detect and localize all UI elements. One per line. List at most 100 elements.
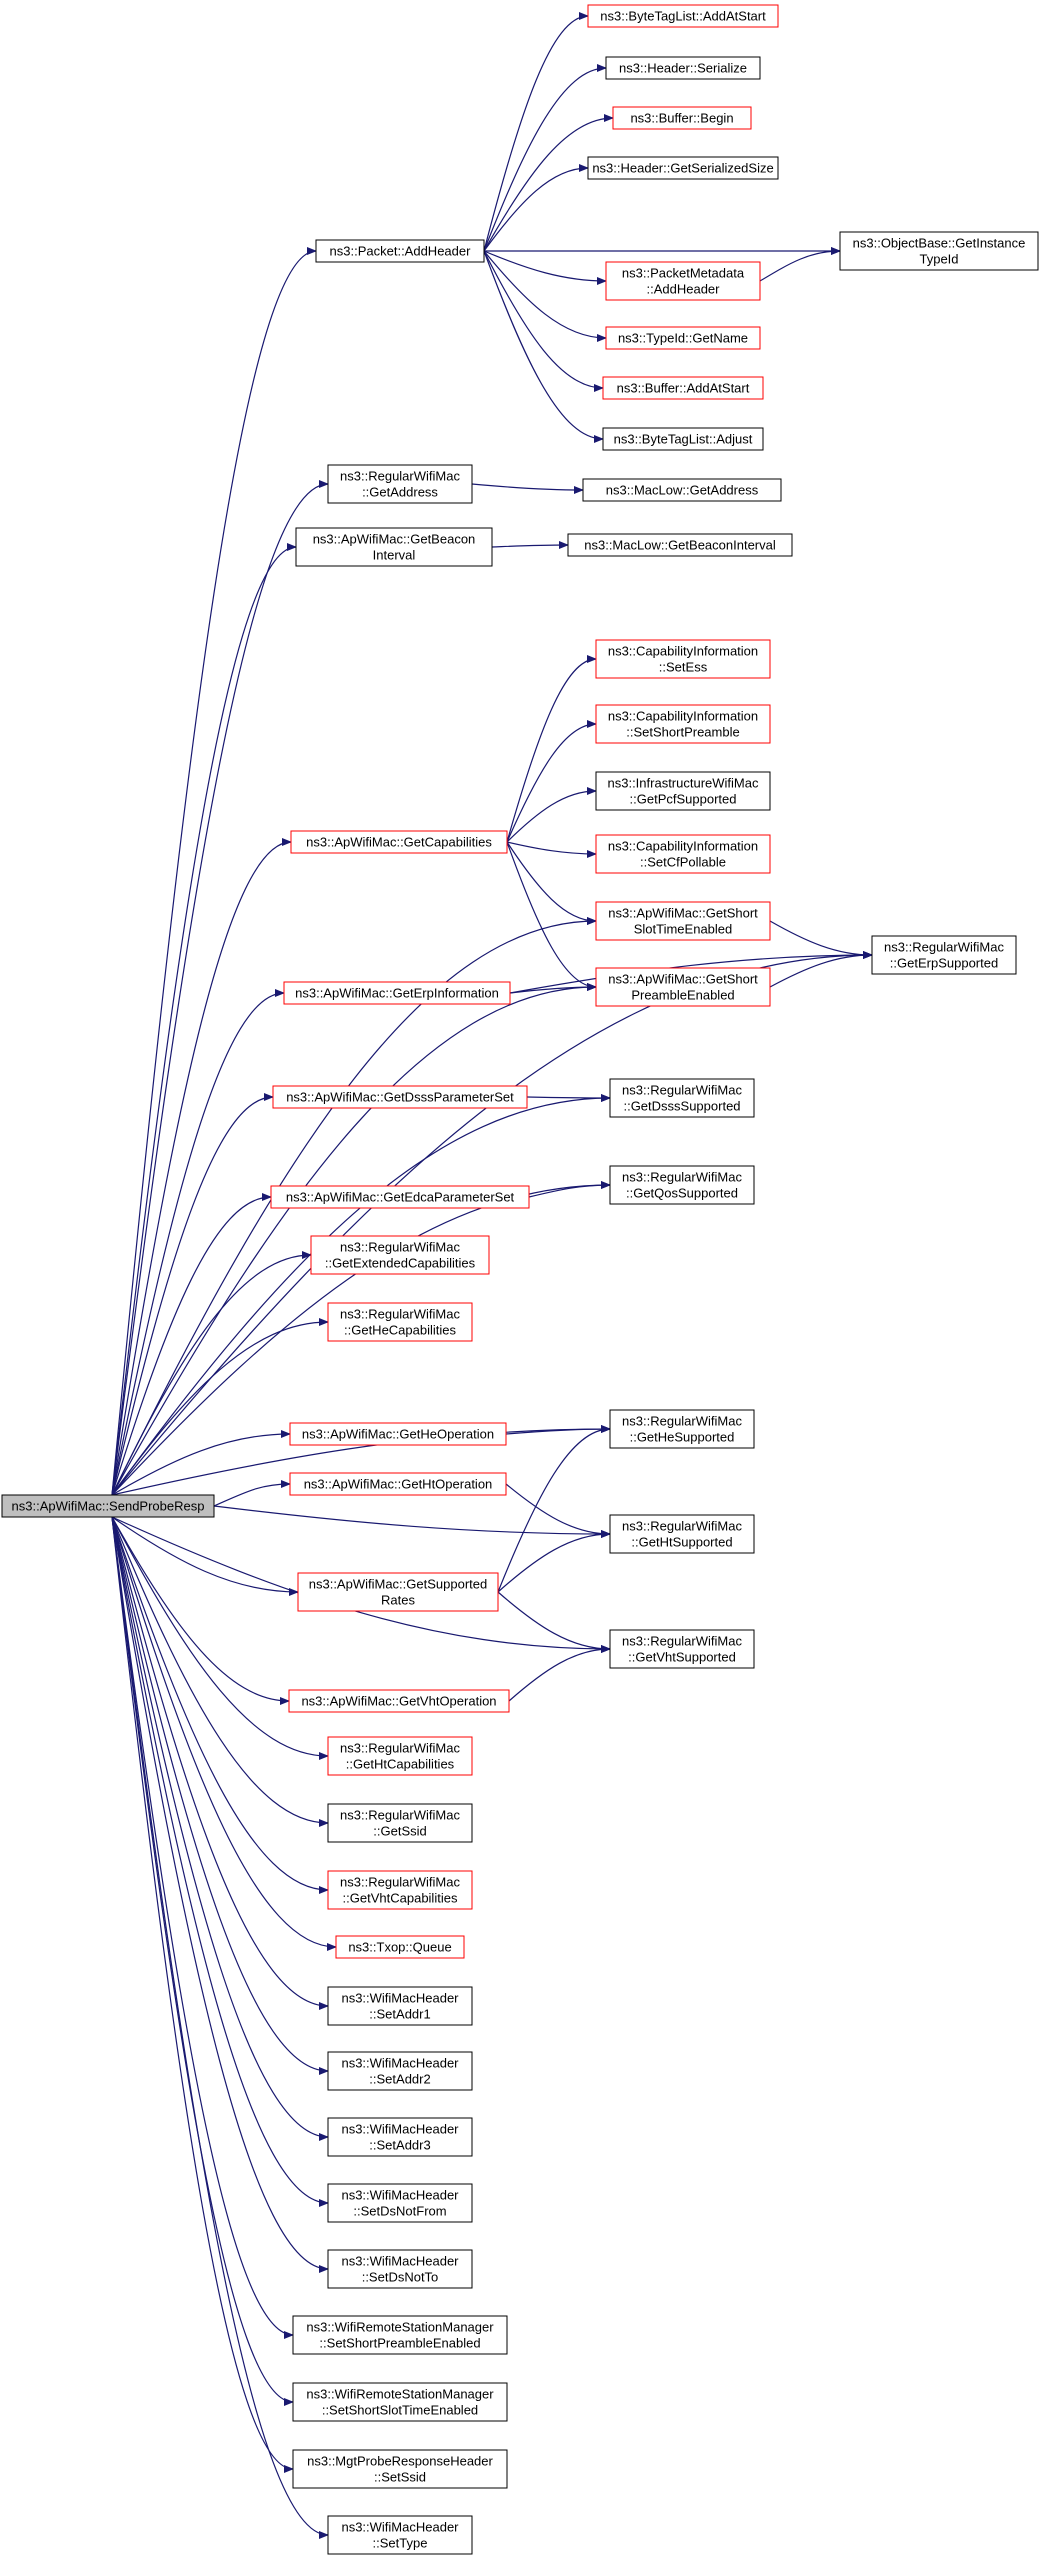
node-wrsm_shortslot[interactable]: ns3::WifiRemoteStationManager::SetShortS… — [292, 2382, 508, 2422]
node-wmh_dsnotto[interactable]: ns3::WifiMacHeader::SetDsNotTo — [327, 2249, 473, 2289]
node-cap_setess[interactable]: ns3::CapabilityInformation::SetEss — [595, 639, 771, 679]
node-pktmeta[interactable]: ns3::PacketMetadata::AddHeader — [605, 261, 761, 301]
node-maclow_getbeacon[interactable]: ns3::MacLow::GetBeaconInterval — [567, 533, 793, 557]
call-edge-root-to-rwm_getextcap — [111, 1251, 312, 1496]
node-buf_addatstart[interactable]: ns3::Buffer::AddAtStart — [602, 376, 764, 400]
node-apw_gethtop[interactable]: ns3::ApWifiMac::GetHtOperation — [289, 1472, 507, 1496]
node-cap_setcfpollable[interactable]: ns3::CapabilityInformation::SetCfPollabl… — [595, 834, 771, 874]
node-label: ::GetHtCapabilities — [346, 1757, 455, 1772]
node-label: ::GetVhtCapabilities — [343, 1891, 458, 1906]
node-hdr_size[interactable]: ns3::Header::GetSerializedSize — [587, 156, 779, 180]
call-edge-addheader-to-typeid_getname — [483, 250, 607, 342]
node-wmh_addr2[interactable]: ns3::WifiMacHeader::SetAddr2 — [327, 2051, 473, 2091]
call-edge-root-to-wrsm_shortslot — [111, 1516, 294, 2406]
node-label: PreambleEnabled — [631, 988, 734, 1003]
node-infra_getpcf[interactable]: ns3::InfrastructureWifiMac::GetPcfSuppor… — [595, 771, 771, 811]
call-edge-root-to-wmh_settype — [111, 1516, 329, 2539]
node-label: ns3::WifiMacHeader — [341, 2254, 459, 2269]
node-wmh_addr1[interactable]: ns3::WifiMacHeader::SetAddr1 — [327, 1986, 473, 2026]
node-label: ::SetShortPreamble — [626, 725, 739, 740]
node-btl_adjust[interactable]: ns3::ByteTagList::Adjust — [602, 427, 764, 451]
node-addheader[interactable]: ns3::Packet::AddHeader — [315, 239, 485, 263]
node-maclow_getaddress[interactable]: ns3::MacLow::GetAddress — [582, 478, 782, 502]
node-mgt_setssid[interactable]: ns3::MgtProbeResponseHeader::SetSsid — [292, 2449, 508, 2489]
node-apw_getcap[interactable]: ns3::ApWifiMac::GetCapabilities — [290, 830, 508, 854]
call-edge-root-to-apw_getedca — [111, 1193, 272, 1496]
node-apw_getbeacon[interactable]: ns3::ApWifiMac::GetBeaconInterval — [295, 527, 493, 567]
node-box — [839, 231, 1039, 271]
node-rwm_getht[interactable]: ns3::RegularWifiMac::GetHtSupported — [609, 1514, 755, 1554]
node-wrsm_shortpre[interactable]: ns3::WifiRemoteStationManager::SetShortP… — [292, 2315, 508, 2355]
node-rwm_gethecap[interactable]: ns3::RegularWifiMac::GetHeCapabilities — [327, 1302, 473, 1342]
call-edges — [111, 12, 873, 2539]
call-edge-root-to-wmh_addr2 — [111, 1516, 329, 2075]
node-txop_queue[interactable]: ns3::Txop::Queue — [335, 1935, 465, 1959]
node-rwm_gethtcap[interactable]: ns3::RegularWifiMac::GetHtCapabilities — [327, 1736, 473, 1776]
node-wmh_dsnotfrom[interactable]: ns3::WifiMacHeader::SetDsNotFrom — [327, 2183, 473, 2223]
node-label: ::SetDsNotFrom — [353, 2204, 446, 2219]
node-hdr_serialize[interactable]: ns3::Header::Serialize — [605, 56, 761, 80]
node-box — [327, 2117, 473, 2157]
node-label: ns3::WifiRemoteStationManager — [306, 2320, 494, 2335]
call-edge-apw_getsuprates-to-rwm_getht — [497, 1530, 611, 1593]
node-box — [327, 1736, 473, 1776]
node-box — [335, 1935, 465, 1959]
node-typeid_getname[interactable]: ns3::TypeId::GetName — [605, 326, 761, 350]
node-apw_geterpinfo[interactable]: ns3::ApWifiMac::GetErpInformation — [283, 981, 511, 1005]
node-apw_getdsss[interactable]: ns3::ApWifiMac::GetDsssParameterSet — [272, 1085, 528, 1109]
call-edge-addheader-to-buf_begin — [483, 114, 614, 252]
node-rwm_gethe[interactable]: ns3::RegularWifiMac::GetHeSupported — [609, 1409, 755, 1449]
call-nodes: ns3::ApWifiMac::SendProbeResp ns3::Packet… — [1, 4, 1039, 2555]
node-label: ns3::WifiMacHeader — [341, 2520, 459, 2535]
call-edge-addheader-to-hdr_size — [483, 164, 589, 252]
node-box — [327, 2515, 473, 2555]
node-apw_getheop[interactable]: ns3::ApWifiMac::GetHeOperation — [289, 1422, 507, 1446]
node-box — [310, 1235, 490, 1275]
node-label: ns3::RegularWifiMac — [622, 1519, 742, 1534]
node-rwm_getvht[interactable]: ns3::RegularWifiMac::GetVhtSupported — [609, 1629, 755, 1669]
node-label: ns3::Header::Serialize — [619, 61, 747, 76]
call-edge-root-to-apw_getvhtop — [111, 1516, 290, 1705]
node-label: ns3::RegularWifiMac — [340, 1307, 460, 1322]
node-wmh_settype[interactable]: ns3::WifiMacHeader::SetType — [327, 2515, 473, 2555]
node-label: ns3::Packet::AddHeader — [330, 244, 472, 259]
node-label: ns3::ApWifiMac::GetShort — [608, 972, 758, 987]
node-label: ns3::WifiMacHeader — [341, 1991, 459, 2006]
node-cap_setshortpre[interactable]: ns3::CapabilityInformation::SetShortPrea… — [595, 704, 771, 744]
node-label: ::SetShortSlotTimeEnabled — [322, 2403, 478, 2418]
node-box — [327, 1302, 473, 1342]
node-label: ::GetExtendedCapabilities — [325, 1256, 476, 1271]
node-rwm_getdsss[interactable]: ns3::RegularWifiMac::GetDsssSupported — [609, 1078, 755, 1118]
node-label: ::SetType — [373, 2536, 428, 2551]
node-rwm_geterp[interactable]: ns3::RegularWifiMac::GetErpSupported — [871, 935, 1017, 975]
node-label: ::SetCfPollable — [640, 855, 726, 870]
node-label: ns3::WifiMacHeader — [341, 2056, 459, 2071]
node-root[interactable]: ns3::ApWifiMac::SendProbeResp — [1, 1494, 215, 1518]
node-box — [270, 1185, 530, 1209]
node-buf_begin[interactable]: ns3::Buffer::Begin — [612, 106, 752, 130]
node-rwm_getqos[interactable]: ns3::RegularWifiMac::GetQosSupported — [609, 1165, 755, 1205]
node-rwm_getextcap[interactable]: ns3::RegularWifiMac::GetExtendedCapabili… — [310, 1235, 490, 1275]
node-rwm_getvhtcap[interactable]: ns3::RegularWifiMac::GetVhtCapabilities — [327, 1870, 473, 1910]
node-box — [587, 4, 779, 28]
node-label: ns3::ByteTagList::AddAtStart — [600, 9, 766, 24]
node-label: ns3::MacLow::GetAddress — [606, 483, 759, 498]
call-edge-root-to-wmh_dsnotto — [111, 1516, 329, 2273]
call-edge-root-to-apw_getdsss — [111, 1093, 274, 1496]
call-edge-root-to-apw_getsuprates — [111, 1516, 299, 1596]
node-btl_addatstart[interactable]: ns3::ByteTagList::AddAtStart — [587, 4, 779, 28]
node-box — [315, 239, 485, 263]
node-apw_getvhtop[interactable]: ns3::ApWifiMac::GetVhtOperation — [288, 1689, 510, 1713]
call-edge-apw_getsuprates-to-rwm_getvht — [497, 1591, 611, 1653]
node-rwm_getaddress[interactable]: ns3::RegularWifiMac::GetAddress — [327, 464, 473, 504]
node-wmh_addr3[interactable]: ns3::WifiMacHeader::SetAddr3 — [327, 2117, 473, 2157]
node-box — [595, 704, 771, 744]
node-apw_getedca[interactable]: ns3::ApWifiMac::GetEdcaParameterSet — [270, 1185, 530, 1209]
node-label: ns3::WifiRemoteStationManager — [306, 2387, 494, 2402]
node-box — [272, 1085, 528, 1109]
node-rwm_getssid[interactable]: ns3::RegularWifiMac::GetSsid — [327, 1803, 473, 1843]
